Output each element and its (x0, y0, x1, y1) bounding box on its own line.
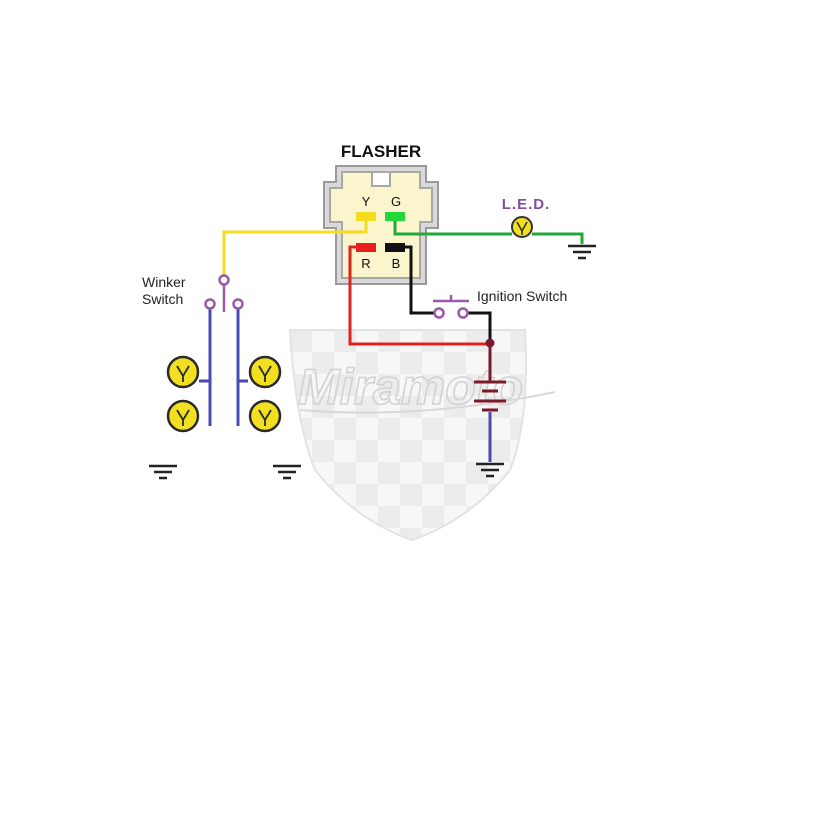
wire-green (393, 221, 512, 236)
led-label: L.E.D. (502, 196, 551, 213)
ground-battery-icon (476, 462, 504, 478)
bulb-left-upper-icon (166, 355, 200, 389)
wire-red (348, 245, 490, 346)
winker-switch-label-line1: Winker (142, 274, 186, 290)
watermark-swoosh (299, 391, 556, 414)
terminal-yellow (356, 212, 376, 221)
wire-black (405, 245, 436, 315)
ground-right-bulbs-icon (273, 464, 301, 480)
turn-signal-bulbs (166, 355, 282, 433)
pin-label-b: B (392, 256, 401, 271)
flasher-unit: FLASHER Y G R B (323, 142, 439, 285)
flasher-notch (371, 171, 391, 187)
pin-label-r: R (361, 256, 370, 271)
ignition-switch (433, 295, 469, 319)
terminal-green (385, 212, 405, 221)
ground-led-icon (568, 244, 596, 260)
watermark-logo: Miramoto (298, 359, 523, 415)
bulb-left-lower-icon (166, 399, 200, 433)
bulb-right-lower-icon (248, 399, 282, 433)
led-icon (511, 216, 533, 238)
ground-symbols (149, 244, 596, 480)
flasher-title: FLASHER (341, 142, 421, 161)
wire-black-to-node (464, 311, 492, 342)
ground-left-bulbs-icon (149, 464, 177, 480)
flasher-body (329, 171, 433, 279)
watermark: Miramoto (288, 329, 556, 542)
ignition-switch-label: Ignition Switch (477, 288, 567, 304)
bulb-right-upper-icon (248, 355, 282, 389)
wire-yellow (222, 221, 368, 276)
terminal-red (356, 243, 376, 252)
winker-switch-label-line2: Switch (142, 291, 183, 307)
terminal-black (385, 243, 405, 252)
pin-label-g: G (391, 194, 401, 209)
winker-switch (204, 274, 244, 312)
wire-green-to-ground (532, 232, 584, 244)
wires (199, 221, 584, 462)
battery (474, 380, 506, 412)
pin-label-y: Y (362, 194, 371, 209)
battery-junction (485, 338, 495, 348)
